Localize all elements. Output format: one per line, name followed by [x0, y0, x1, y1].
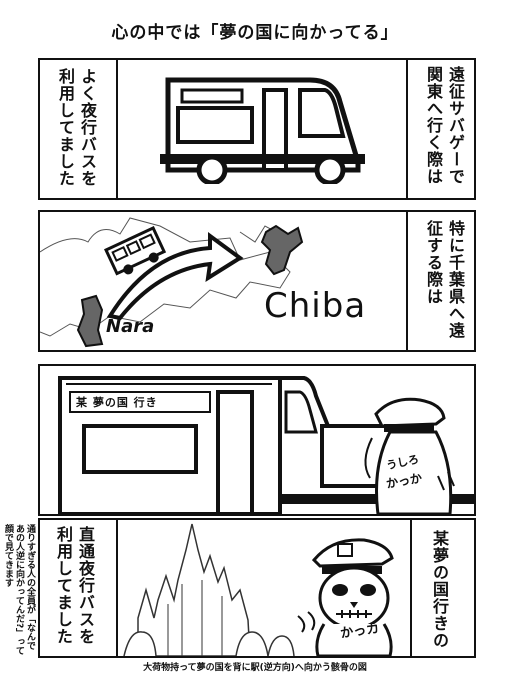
panel-1: よく夜行バスを利用してました 遠征サバゲーで関東へ行く際は [38, 58, 476, 200]
panel2-right-text: 特に千葉県へ遠征する際は [424, 220, 465, 339]
side-note: 通りすぎる人の全員が「なんであの人逆に向かってんだ?」って顔で見てきます [3, 524, 35, 656]
panel1-left-text: よく夜行バスを利用してました [56, 68, 97, 187]
bus-destination-sign: 某 夢の国 行き [76, 396, 158, 409]
panel4-left-text: 直通夜行バスを利用してました [54, 526, 95, 645]
japan-map [40, 217, 304, 348]
bus-front-illustration [58, 376, 474, 514]
panel1-right-text: 遠征サバゲーで関東へ行く際は [424, 66, 465, 185]
bus-illustration [160, 77, 365, 184]
panel4-right-text: 某夢の国行きの [430, 530, 449, 649]
panel-3: 某 夢の国 行き うしろ かっか [38, 364, 476, 516]
panel-4: 直通夜行バスを利用してました かっカ 某夢の国行きの [38, 518, 476, 658]
panel-2: Nara Chiba 特に千葉県へ遠征する際は [38, 210, 476, 352]
label-nara: Nara [106, 316, 155, 337]
page-title: 心の中では「夢の国に向かってる」 [111, 23, 399, 43]
label-chiba: Chiba [264, 286, 367, 326]
castle-and-skeleton-illustration [123, 523, 394, 656]
caption: 大荷物持って夢の国を背に駅(逆方向)へ向かう骸骨の図 [143, 663, 367, 673]
